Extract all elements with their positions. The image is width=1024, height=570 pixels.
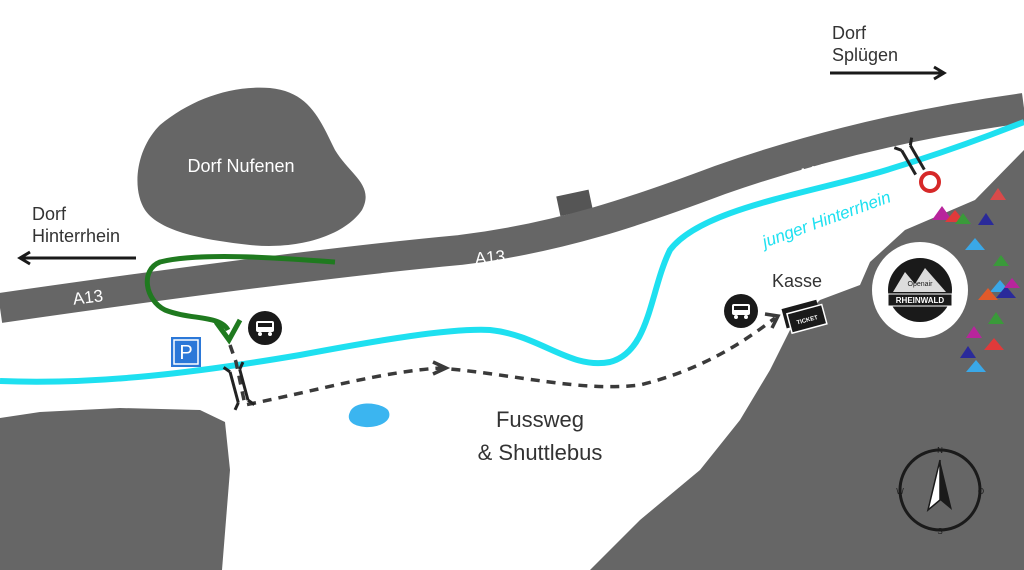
- route-label-line2: & Shuttlebus: [478, 440, 603, 465]
- parking-icon: P: [171, 337, 201, 367]
- village-hinterrhein-line1: Dorf: [32, 204, 67, 224]
- tent-icon: [955, 213, 971, 224]
- tent-icon: [966, 360, 986, 372]
- arrow-icon-east: [830, 65, 947, 81]
- bridge-icon-festival: [893, 137, 926, 176]
- ticket-icon: TICKET: [781, 299, 828, 335]
- road-a13: [0, 93, 1024, 323]
- arrow-icon-west: [17, 250, 136, 266]
- compass-o: O: [978, 487, 984, 496]
- river-hinterrhein: [0, 119, 1024, 385]
- village-spluegen-line2: Splügen: [832, 45, 898, 65]
- tent-icon: [960, 346, 976, 358]
- tent-icon: [978, 288, 998, 300]
- terrain-mountain-left: [0, 408, 230, 570]
- tent-icon: [996, 286, 1016, 298]
- building: [556, 189, 593, 217]
- car-route-arrow-head: [213, 318, 243, 345]
- tent-icon: [978, 213, 994, 225]
- tent-icon: [988, 312, 1004, 324]
- compass-s: S: [937, 527, 942, 536]
- tent-icon: [966, 326, 982, 338]
- compass-icon: N S W O: [896, 446, 984, 536]
- tent-icon: [990, 188, 1006, 200]
- village-hinterrhein-line2: Hinterrhein: [32, 226, 120, 246]
- tent-icon: [993, 255, 1009, 266]
- village-nufenen-label: Dorf Nufenen: [187, 156, 294, 176]
- bus-icon: [248, 311, 282, 345]
- festival-logo: Openair RHEINWALD: [887, 258, 953, 322]
- bus-icon-kasse: [724, 294, 758, 328]
- lake: [348, 403, 390, 428]
- tent-icon: [932, 206, 952, 220]
- ticket-text: TICKET: [796, 315, 819, 326]
- walk-route-arrow-mid: [432, 360, 451, 376]
- logo-line2: RHEINWALD: [896, 296, 945, 305]
- compass-w: W: [896, 487, 904, 496]
- compass-n: N: [937, 446, 943, 455]
- tent-icons: [932, 188, 1020, 372]
- tent-icon: [984, 338, 1004, 350]
- tent-icon: [1004, 278, 1020, 288]
- tent-icon: [965, 238, 985, 250]
- road-label-left: A13: [72, 286, 104, 309]
- bridge-icon: [222, 361, 256, 411]
- walk-route: [228, 316, 777, 408]
- route-label-line1: Fussweg: [496, 407, 584, 432]
- kasse-label: Kasse: [772, 271, 822, 291]
- village-nufenen-area: [137, 87, 366, 246]
- no-entry-icon: [919, 171, 941, 193]
- car-route: [144, 254, 336, 332]
- road-label-mid: A13: [474, 247, 506, 269]
- parking-symbol: P: [179, 342, 192, 364]
- village-spluegen-line1: Dorf: [832, 23, 867, 43]
- logo-line1: Openair: [908, 281, 934, 288]
- walk-route-arrow-end: [764, 312, 781, 329]
